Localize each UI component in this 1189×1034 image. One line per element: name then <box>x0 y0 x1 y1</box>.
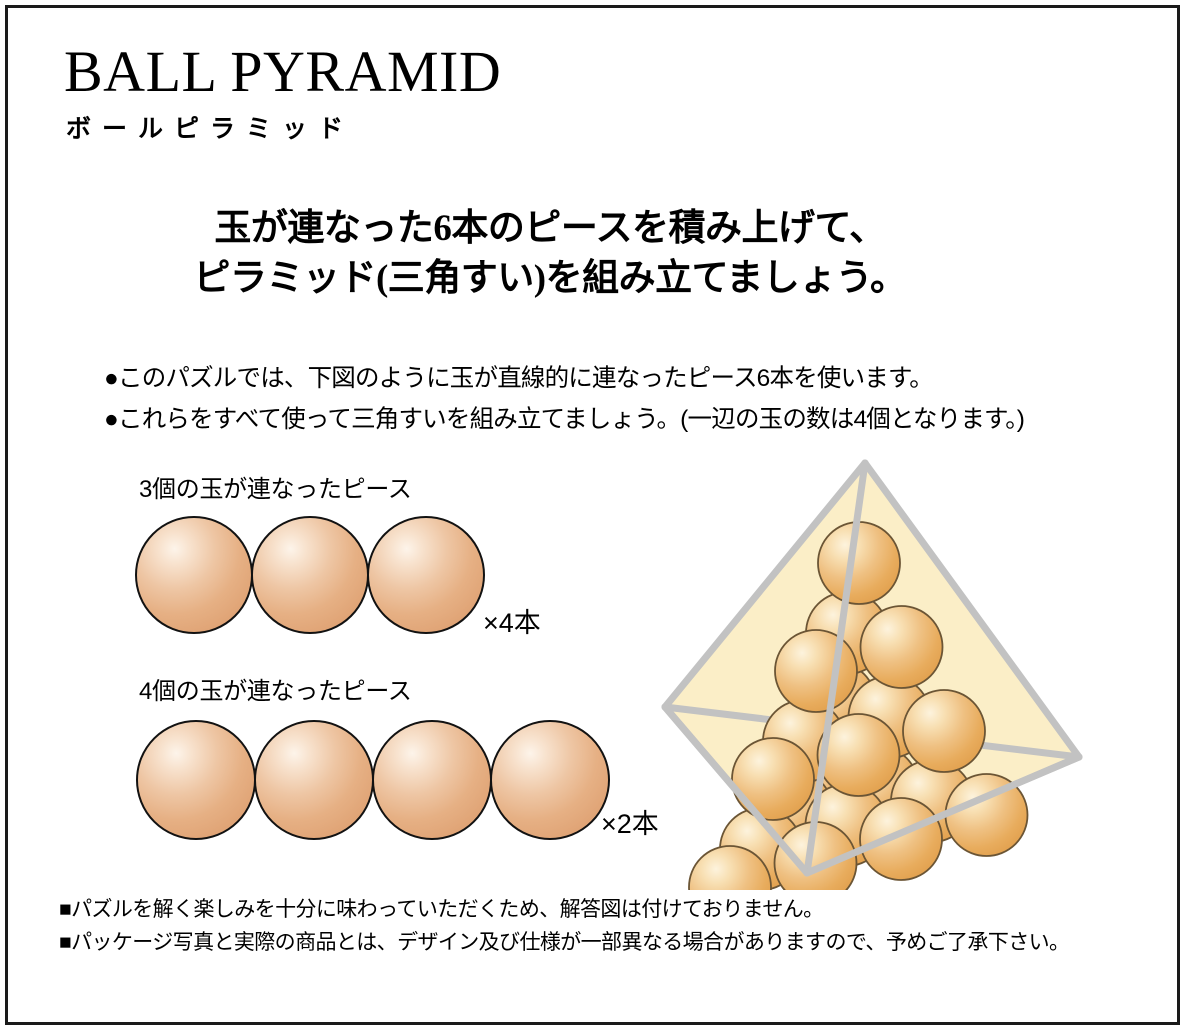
pyramid-ball <box>688 845 772 890</box>
piece-ball <box>251 516 369 634</box>
piece-label-four-ball: 4個の玉が連なったピース <box>139 678 412 705</box>
pyramid-ball <box>902 689 986 773</box>
piece-label-three-ball: 3個の玉が連なったピース <box>139 476 412 503</box>
pyramid-ball <box>774 629 858 713</box>
piece-quantity-four-ball: ×2本 <box>601 809 659 839</box>
piece-ball <box>490 720 610 840</box>
piece-illustration-three-ball <box>135 516 485 634</box>
piece-illustration-four-ball <box>136 720 610 840</box>
headline-line-2: ピラミッド(三角すい)を組み立てましょう。 <box>193 258 907 299</box>
footer-note-1: ■パズルを解く楽しみを十分に味わっていただくため、解答図は付けておりません。 <box>59 898 824 921</box>
pyramid-edge-apex-right <box>861 459 1083 761</box>
headline: 玉が連なった6本のピースを積み上げて、 ピラミッド(三角すい)を組み立てましょう… <box>0 204 1100 304</box>
pyramid-ball <box>817 521 901 605</box>
pyramid-edge-right-front-top <box>803 753 1083 877</box>
piece-ball <box>135 516 253 634</box>
pyramid-ball <box>731 737 815 821</box>
pyramid-ball <box>859 797 943 881</box>
footer-note-2: ■パッケージ写真と実際の商品とは、デザイン及び仕様が一部異なる場合がありますので… <box>59 931 1070 954</box>
pyramid-svg <box>661 459 1083 890</box>
piece-ball <box>254 720 374 840</box>
pyramid-edge-left-front-top <box>661 703 811 877</box>
instruction-bullet-1: ●このパズルでは、下図のように玉が直線的に連なったピース6本を使います。 <box>104 365 934 392</box>
page-title-japanese: ボールピラミッド <box>66 115 355 143</box>
instruction-bullet-2: ●これらをすべて使って三角すいを組み立てましょう。(一辺の玉の数は4個となります… <box>104 406 1025 433</box>
page-title-english: BALL PYRAMID <box>64 39 502 104</box>
piece-ball <box>372 720 492 840</box>
page-border-frame <box>5 5 1180 1025</box>
pyramid-edge-apex-left <box>661 459 869 711</box>
piece-ball <box>136 720 256 840</box>
pyramid-edge-apex-front <box>803 459 869 877</box>
piece-ball <box>367 516 485 634</box>
pyramid-illustration <box>645 445 1095 890</box>
pyramid-ball <box>816 713 901 797</box>
piece-quantity-three-ball: ×4本 <box>483 608 541 638</box>
headline-line-1: 玉が連なった6本のピースを積み上げて、 <box>214 208 886 249</box>
pyramid-ball <box>859 605 944 689</box>
